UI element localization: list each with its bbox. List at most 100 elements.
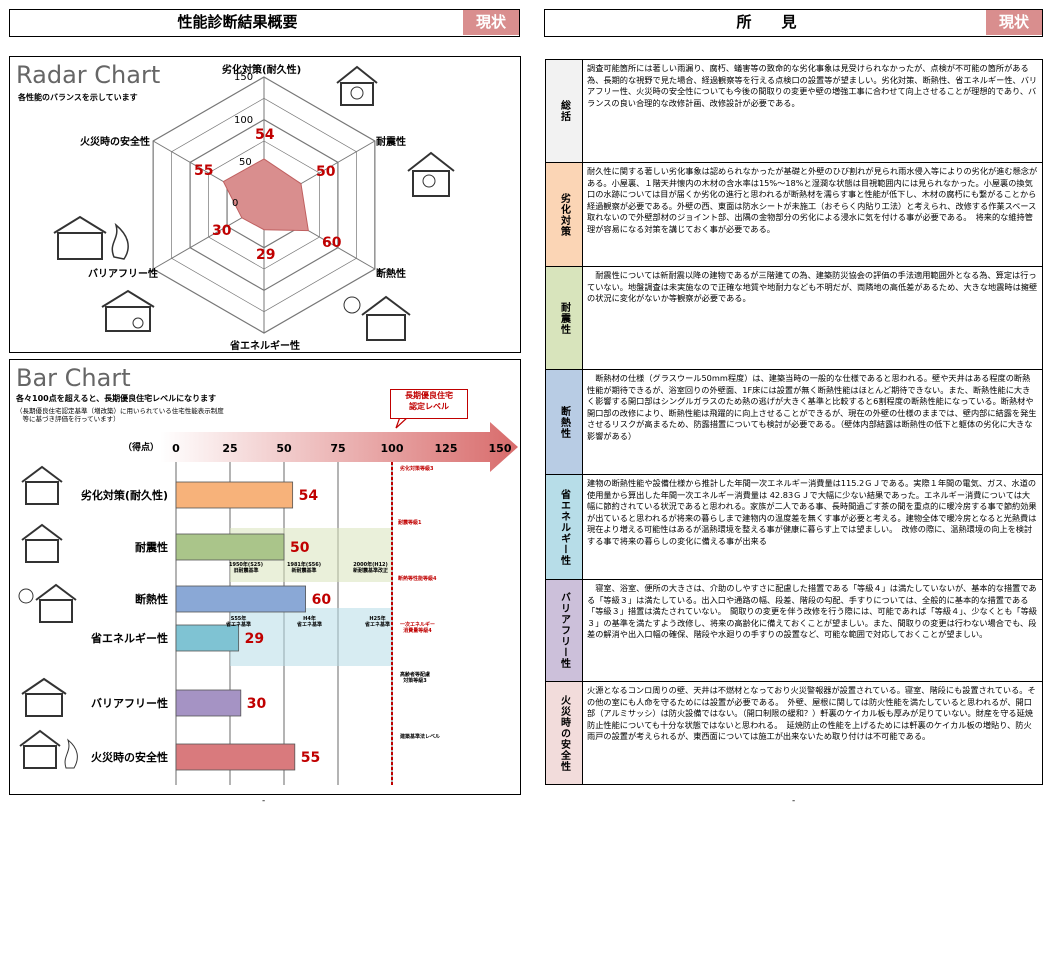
ref-note: H25年 省エネ基準 xyxy=(365,616,391,628)
finding-text: 耐久性に関する著しい劣化事象は認められなかったが基礎と外壁のひび割れが見られ雨水… xyxy=(587,166,1038,234)
finding-label: 火災時の安全性 xyxy=(546,682,583,784)
status-badge: 現状 xyxy=(986,10,1042,35)
house-barrierfree-icon xyxy=(101,289,155,332)
bar xyxy=(175,585,307,613)
bar-value-label: 29 xyxy=(245,631,264,647)
bar-subtitle: 各々100点を超えると、長期優良住宅レベルになります xyxy=(16,394,217,403)
bar-category-label: 劣化対策(耐久性) xyxy=(81,488,168,502)
radar-tick-label: 0 xyxy=(232,198,239,209)
radar-axis-label: 省エネルギー性 xyxy=(230,341,300,352)
right-header: 所 見 現状 xyxy=(544,9,1043,37)
bar-tick-label: 25 xyxy=(222,442,237,455)
bar-tick-label: 100 xyxy=(381,442,404,455)
finding-text: 調査可能箇所には著しい雨漏り、腐朽、蟻害等の致命的な劣化事象は見受けられなかった… xyxy=(587,63,1038,108)
score-axis-label: （得点） xyxy=(123,443,160,453)
bar-category-label: バリアフリー性 xyxy=(91,696,168,710)
finding-label: 耐震性 xyxy=(546,267,583,369)
bar-value-label: 60 xyxy=(312,592,332,608)
score-axis-arrow xyxy=(160,422,518,472)
finding-text: 寝室、浴室、便所の大きさは、介助のしやすさに配慮した措置である「等級４」は満たし… xyxy=(587,583,1037,640)
bar xyxy=(175,689,242,717)
footer-left: - xyxy=(262,796,266,806)
finding-label: 断熱性 xyxy=(546,370,583,474)
finding-text: 建物の断熱性能や設備仕様から推計した年間一次エネルギー消費量は115.2ＧＪであ… xyxy=(587,478,1037,546)
radar-value-label: 50 xyxy=(316,164,336,180)
status-badge: 現状 xyxy=(463,10,519,35)
ref-note: 1981年(S56) 新耐震基準 xyxy=(287,562,322,574)
radar-axis-label: バリアフリー性 xyxy=(88,269,158,280)
bar-tick-label: 0 xyxy=(172,442,180,455)
bar-category-label: 耐震性 xyxy=(135,540,168,554)
footer-right: - xyxy=(792,796,796,806)
finding-text: 火源となるコンロ周りの壁、天井は不燃材となっており火災警報器が設置されている。寝… xyxy=(587,685,1036,742)
house-seismic-icon xyxy=(407,151,455,197)
finding-row: 劣化対策耐久性に関する著しい劣化事象は認められなかったが基礎と外壁のひび割れが見… xyxy=(545,162,1043,267)
left-header-title: 性能診断結果概要 xyxy=(177,13,298,31)
ref-note: H4年 省エネ基準 xyxy=(297,616,323,628)
ref-note: 建築基準法レベル xyxy=(400,734,441,740)
finding-label: 劣化対策 xyxy=(546,163,583,266)
bar xyxy=(175,481,294,509)
radar-chart xyxy=(152,76,376,334)
bar-subtitle: 等に基づき評価を行っています） xyxy=(16,415,120,423)
bar-title: Bar Chart xyxy=(16,364,131,392)
house-fire-icon xyxy=(19,729,78,769)
energy-band xyxy=(230,608,392,666)
finding-row: 総括調査可能箇所には著しい雨漏り、腐朽、蟻害等の致命的な劣化事象は見受けられなか… xyxy=(545,59,1043,163)
finding-row: 火災時の安全性火源となるコンロ周りの壁、天井は不燃材となっており火災警報器が設置… xyxy=(545,681,1043,785)
radar-subtitle: 各性能のバランスを示しています xyxy=(18,93,138,102)
finding-row: バリアフリー性 寝室、浴室、便所の大きさは、介助のしやすさに配慮した措置である「… xyxy=(545,579,1043,682)
bar xyxy=(175,533,285,561)
radar-value-label: 30 xyxy=(212,223,232,239)
bar-value-label: 55 xyxy=(301,750,320,766)
radar-value-label: 60 xyxy=(322,235,342,251)
bar-tick-label: 50 xyxy=(276,442,292,455)
house-seismic-icon xyxy=(21,523,63,563)
ref-note: 劣化対策等級3 xyxy=(400,466,434,472)
house-durability-icon xyxy=(21,465,63,505)
bar xyxy=(175,743,296,771)
right-header-title: 所 見 xyxy=(736,13,797,31)
radar-axis-label: 耐震性 xyxy=(376,137,406,148)
bar-subtitle: （長期優良住宅認定基準（増改築）に用いられている住宅性能表示制度 xyxy=(16,407,224,415)
house-barrierfree-icon xyxy=(21,677,67,717)
radar-tick-label: 50 xyxy=(239,157,252,168)
finding-text: 耐震性については新耐震以降の建物であるが三階建ての為、建築防災協会の評価の手法適… xyxy=(587,270,1038,304)
bar xyxy=(175,624,240,652)
bar-category-label: 火災時の安全性 xyxy=(91,750,168,764)
callout-box: 長期優良住宅 認定レベル xyxy=(390,389,468,419)
finding-text: 断熱材の仕様（グラスウール50mm程度）は、建築当時の一般的な仕様であると思われ… xyxy=(587,373,1037,441)
radar-panel: Radar Chart 各性能のバランスを示しています 劣化対策(耐久性) 耐震… xyxy=(9,56,521,353)
house-fire-icon xyxy=(53,215,129,260)
house-durability-icon xyxy=(336,65,378,106)
ref-note: 高齢者等配慮 対策等級3 xyxy=(400,672,431,684)
finding-label: 省エネルギー性 xyxy=(546,475,583,579)
ref-note: 1950年(S25) 旧耐震基準 xyxy=(229,562,264,574)
ref-note: 一次エネルギー 消費量等級4 xyxy=(400,622,436,634)
bar-value-label: 30 xyxy=(247,696,267,712)
ref-note: 耐震等級1 xyxy=(398,520,422,526)
house-insulation-icon xyxy=(343,295,411,341)
ref-note: 2000年(H12) 新耐震基準改正 xyxy=(353,562,389,574)
bar-category-label: 断熱性 xyxy=(135,592,168,606)
bar-tick-label: 75 xyxy=(330,442,345,455)
finding-row: 省エネルギー性建物の断熱性能や設備仕様から推計した年間一次エネルギー消費量は11… xyxy=(545,474,1043,580)
radar-data-area xyxy=(222,158,309,232)
radar-tick-label: 100 xyxy=(234,115,254,126)
finding-label: 総括 xyxy=(546,60,583,162)
bar-panel: Bar Chart 各々100点を超えると、長期優良住宅レベルになります （長期… xyxy=(9,359,521,795)
radar-value-label: 55 xyxy=(194,163,214,179)
radar-value-label: 29 xyxy=(256,247,276,263)
bar-value-label: 54 xyxy=(299,488,319,504)
bar-category-label: 省エネルギー性 xyxy=(90,631,168,645)
left-header: 性能診断結果概要 現状 xyxy=(9,9,520,37)
radar-axis-label: 断熱性 xyxy=(376,269,406,280)
bar-tick-label: 150 xyxy=(489,442,512,455)
finding-label: バリアフリー性 xyxy=(546,580,583,681)
house-insulation-icon xyxy=(18,583,77,623)
radar-axis-label: 火災時の安全性 xyxy=(80,137,150,148)
radar-title: Radar Chart xyxy=(16,61,161,89)
radar-tick-label: 150 xyxy=(234,72,254,83)
bar-value-label: 50 xyxy=(290,540,310,556)
